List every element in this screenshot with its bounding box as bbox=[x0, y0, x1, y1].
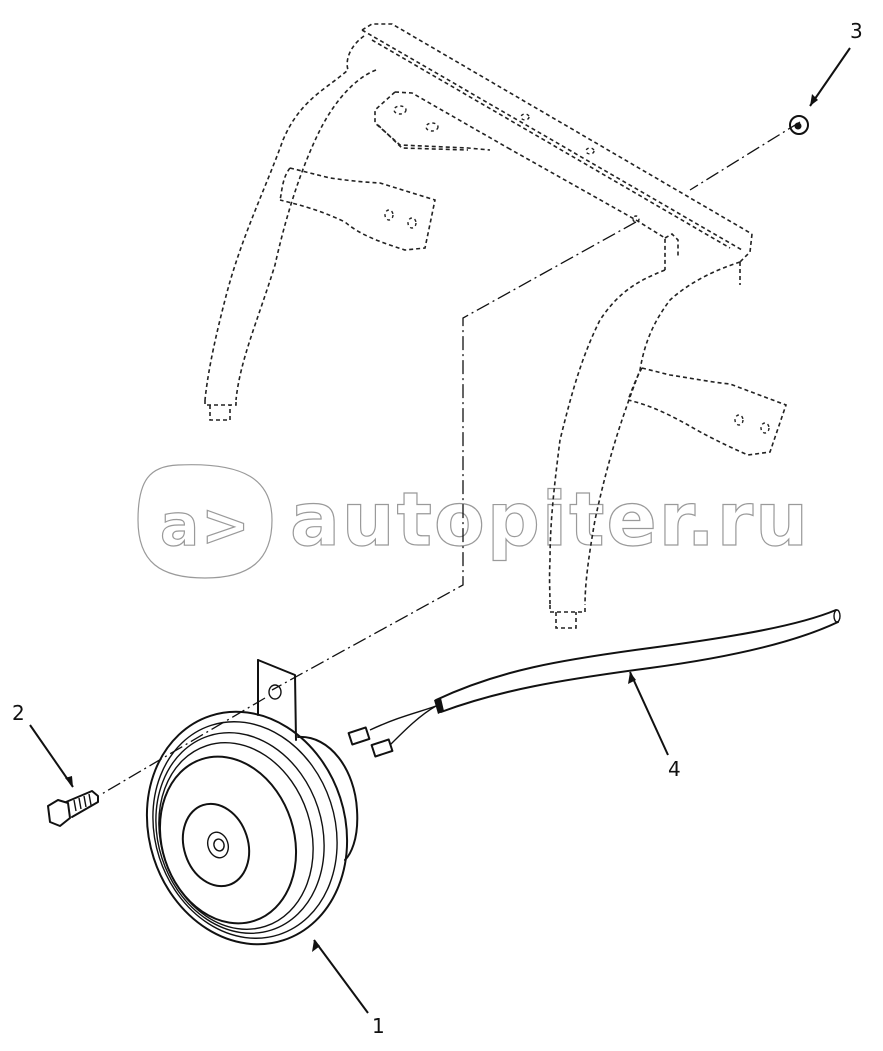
callout-4: 4 bbox=[628, 671, 681, 781]
centerline-frame-to-horn bbox=[271, 221, 637, 691]
watermark-logo-glyph: a> bbox=[160, 491, 252, 559]
callout-2-label: 2 bbox=[12, 701, 25, 725]
part-horn bbox=[145, 659, 359, 946]
part-bolt bbox=[47, 790, 99, 827]
watermark: a> autopiter.ru bbox=[137, 464, 810, 579]
watermark-logo-badge bbox=[137, 464, 273, 579]
part-wire-harness bbox=[347, 609, 841, 758]
callout-1: 1 bbox=[312, 939, 385, 1038]
callout-2: 2 bbox=[12, 701, 74, 788]
centerline-nut bbox=[689, 121, 801, 191]
callout-3: 3 bbox=[809, 19, 863, 107]
callout-4-label: 4 bbox=[668, 757, 681, 781]
watermark-text: autopiter.ru bbox=[290, 477, 810, 563]
callout-3-label: 3 bbox=[850, 19, 863, 43]
mounting-frame bbox=[204, 23, 788, 629]
callouts: 1 2 3 4 bbox=[12, 19, 863, 1038]
callout-1-label: 1 bbox=[372, 1014, 385, 1038]
part-nut bbox=[789, 115, 809, 135]
alignment-lines bbox=[99, 121, 801, 796]
centerline-bolt-to-horn bbox=[99, 697, 266, 796]
